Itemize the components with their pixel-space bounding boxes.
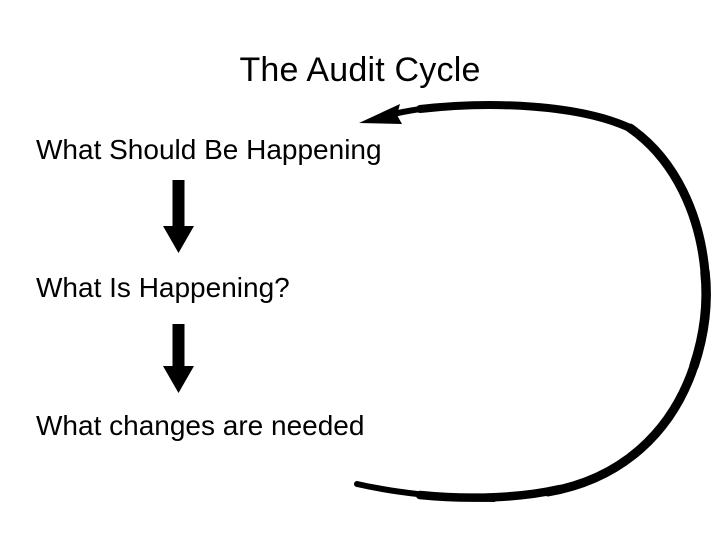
page-title: The Audit Cycle xyxy=(239,51,481,89)
process-step-what-changes-are-needed: What changes are needed xyxy=(36,410,365,441)
down-arrow-icon-1 xyxy=(163,180,194,253)
down-arrow-icon-2 xyxy=(163,324,194,393)
process-step-what-should-be-happening: What Should Be Happening xyxy=(36,134,382,165)
process-step-what-is-happening: What Is Happening? xyxy=(36,272,290,303)
feedback-loop-arrow-icon xyxy=(354,101,711,502)
